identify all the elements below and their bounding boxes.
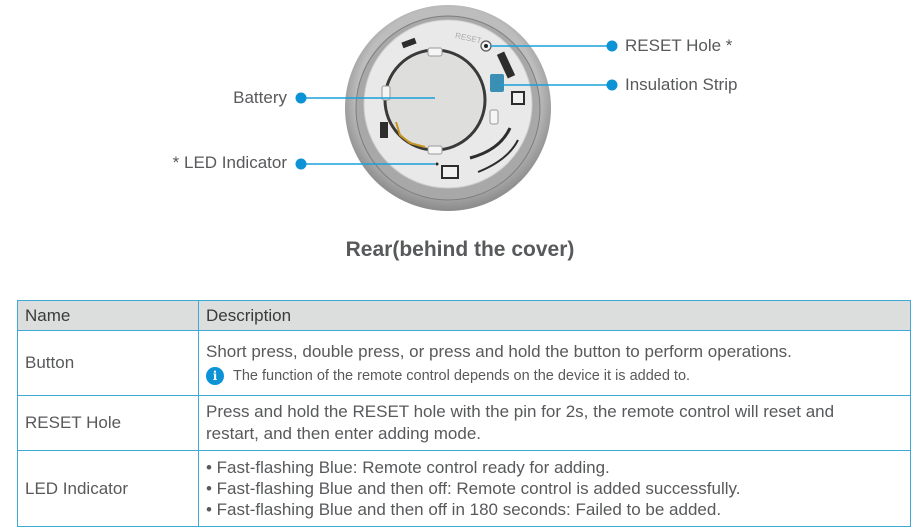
info-icon: i [206,366,224,385]
row-description: Press and hold the RESET hole with the p… [198,395,911,451]
callout-led-indicator: * LED Indicator [172,153,287,172]
callout-dot-insulation [606,79,618,91]
note-text: The function of the remote control depen… [233,367,691,384]
bullet-item: • Fast-flashing Blue: Remote control rea… [206,458,610,477]
description-text: Short press, double press, or press and … [206,341,792,361]
callout-insulation-strip: Insulation Strip [625,75,738,94]
callout-dot-battery [295,92,307,104]
table-header-row: Name Description [17,300,911,331]
callout-dot-led [295,158,307,170]
callout-dot-reset [606,40,618,52]
info-note: i The function of the remote control dep… [206,366,903,386]
description-line: Press and hold the RESET hole with the p… [206,402,835,421]
row-description: Short press, double press, or press and … [198,330,911,396]
row-name: Button [17,330,199,396]
description-line: restart, and then enter adding mode. [206,424,482,443]
figure-caption: Rear(behind the cover) [345,238,575,261]
header-name: Name [17,300,199,331]
spec-table: Name Description Button Short press, dou… [17,300,911,527]
table-row: Button Short press, double press, or pre… [17,330,911,396]
device-rear-illustration: RESET [295,5,618,211]
header-description: Description [198,300,911,331]
device-rear-figure: RESET RESET Hole * Insulation Strip Batt… [0,0,920,230]
bullet-item: • Fast-flashing Blue and then off: Remot… [206,479,741,498]
row-name: LED Indicator [17,450,199,527]
table-row: RESET Hole Press and hold the RESET hole… [17,395,911,451]
row-description: • Fast-flashing Blue: Remote control rea… [198,450,911,527]
table-row: LED Indicator • Fast-flashing Blue: Remo… [17,450,911,527]
bullet-item: • Fast-flashing Blue and then off in 180… [206,500,722,519]
callout-battery: Battery [233,88,287,107]
callout-reset-hole: RESET Hole * [625,36,733,55]
row-name: RESET Hole [17,395,199,451]
